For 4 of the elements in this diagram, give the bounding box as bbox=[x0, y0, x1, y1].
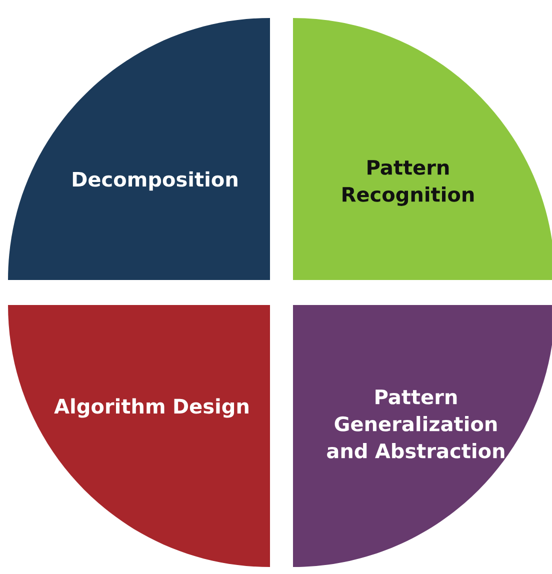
quadrant-sector: Algorithm Design bbox=[8, 305, 270, 567]
quadrant-sector: Pattern Generalization and Abstraction bbox=[293, 305, 552, 567]
quadrant-sector: Decomposition bbox=[8, 18, 270, 280]
quadrant-sector: Pattern Recognition bbox=[293, 18, 552, 280]
